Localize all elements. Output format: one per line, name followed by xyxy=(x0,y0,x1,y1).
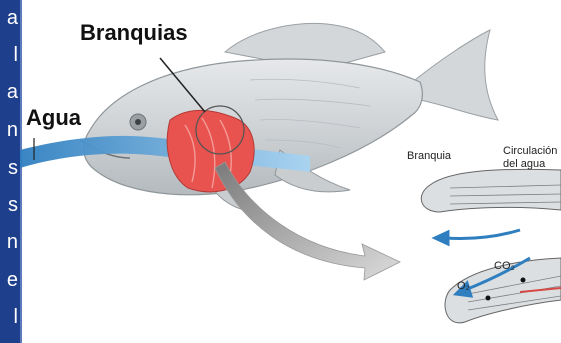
sidebar-word: a xyxy=(7,8,18,28)
co2-marker xyxy=(521,278,526,283)
label-co2: CO₂ xyxy=(494,260,515,272)
sidebar-word: s xyxy=(8,195,18,215)
sidebar-word: e xyxy=(7,270,18,290)
detail-label-gill: Branquia xyxy=(407,150,451,162)
fish-gill-illustration xyxy=(20,0,561,343)
circulation-line-2: del agua xyxy=(503,158,545,170)
sidebar-word: n xyxy=(7,232,18,252)
label-water: Agua xyxy=(26,105,81,131)
gill-filament-detail xyxy=(421,169,561,323)
sidebar-word: s xyxy=(8,158,18,178)
sidebar-panel: a l a n s s n e l xyxy=(0,0,20,343)
sidebar-word: a xyxy=(7,82,18,102)
label-gills: Branquias xyxy=(80,20,188,46)
sidebar-word: n xyxy=(7,120,18,140)
tail-fin xyxy=(415,30,498,120)
o2-marker xyxy=(486,296,491,301)
circulation-line-1: Circulación xyxy=(503,145,557,157)
sidebar-word: l xyxy=(14,307,18,327)
label-o2: O₂ xyxy=(457,280,470,292)
gill-red-area xyxy=(167,110,254,192)
sidebar-word: l xyxy=(14,45,18,65)
detail-label-circulation: Circulación del agua xyxy=(503,145,557,171)
